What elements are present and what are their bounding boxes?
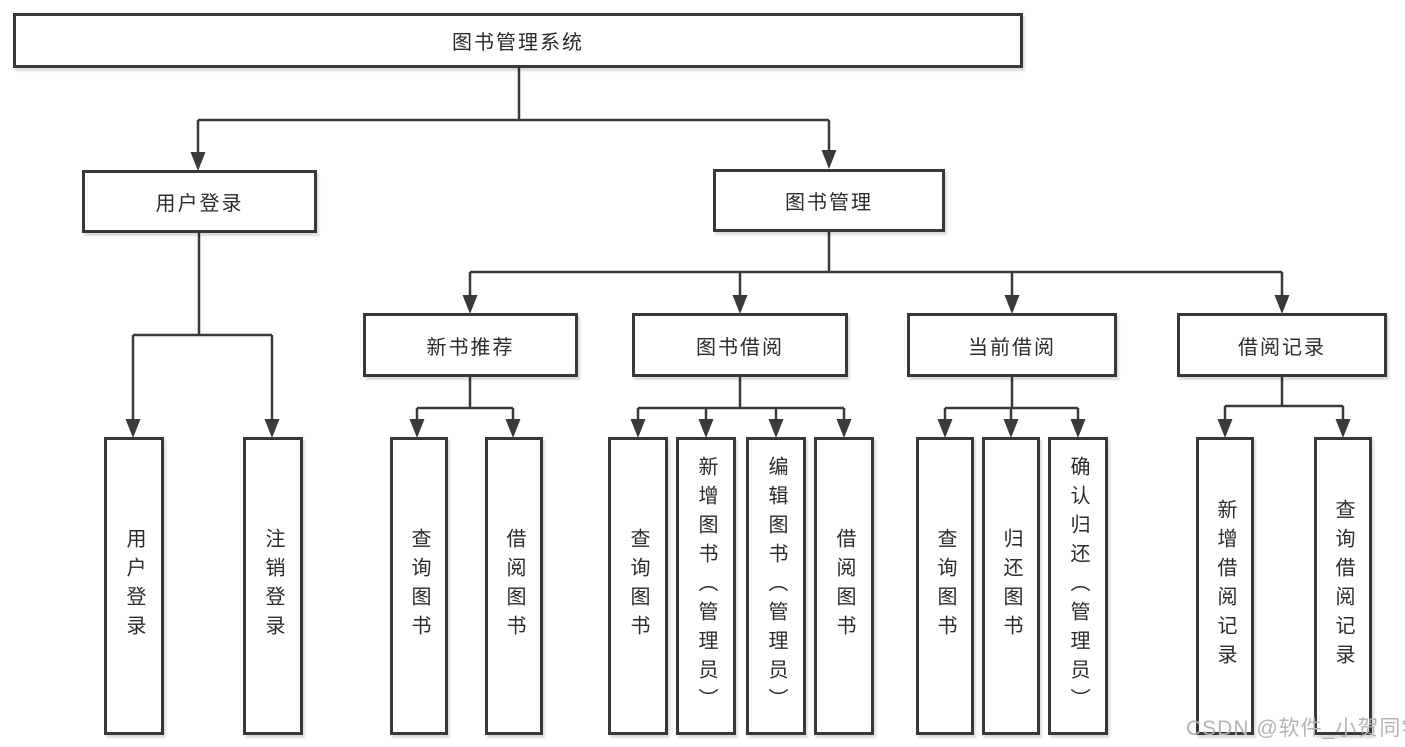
node-borrow-records: 借阅记录 xyxy=(1177,313,1387,377)
node-label: 图书管理 xyxy=(785,192,873,214)
node-label: 查询图书 xyxy=(627,528,649,644)
node-label: 借阅图书 xyxy=(833,528,855,644)
leaf-borrow-books-2: 借阅图书 xyxy=(814,437,874,735)
node-label: 图书借阅 xyxy=(696,336,784,359)
node-new-book-recommend: 新书推荐 xyxy=(363,313,578,377)
watermark: CSDN @软件_小贺同学 xyxy=(1186,717,1405,740)
node-label: 注销登录 xyxy=(262,528,284,644)
node-label: 查询借阅记录 xyxy=(1332,499,1354,673)
leaf-borrow-books-1: 借阅图书 xyxy=(485,437,543,735)
node-label: 用户登录 xyxy=(155,193,244,215)
node-label: 用户登录 xyxy=(123,528,145,644)
node-library-management-system: 图书管理系统 xyxy=(13,13,1023,68)
leaf-add-borrow-record: 新增借阅记录 xyxy=(1196,437,1254,735)
leaf-confirm-return-admin: 确认归还（管理员） xyxy=(1048,437,1108,735)
leaf-query-books-2: 查询图书 xyxy=(608,437,668,735)
node-label: 查询图书 xyxy=(408,528,430,644)
node-label: 新增借阅记录 xyxy=(1214,499,1236,673)
node-book-management: 图书管理 xyxy=(713,169,945,232)
node-label: 新书推荐 xyxy=(426,336,515,359)
leaf-query-books-1: 查询图书 xyxy=(390,437,448,735)
node-current-borrow: 当前借阅 xyxy=(907,313,1117,377)
node-label: 当前借阅 xyxy=(968,336,1056,359)
node-book-borrow: 图书借阅 xyxy=(632,313,848,377)
node-label: 查询图书 xyxy=(934,528,956,644)
node-label: 确认归还（管理员） xyxy=(1067,455,1089,717)
leaf-add-books-admin: 新增图书（管理员） xyxy=(676,437,736,735)
leaf-query-books-3: 查询图书 xyxy=(916,437,974,735)
node-label: 图书管理系统 xyxy=(452,32,584,54)
node-user-login: 用户登录 xyxy=(82,170,317,233)
leaf-return-books: 归还图书 xyxy=(982,437,1040,735)
node-label: 新增图书（管理员） xyxy=(695,455,717,717)
leaf-edit-books-admin: 编辑图书（管理员） xyxy=(746,437,806,735)
leaf-user-login: 用户登录 xyxy=(104,437,164,735)
leaf-query-borrow-record: 查询借阅记录 xyxy=(1314,437,1372,735)
node-label: 归还图书 xyxy=(1000,528,1022,644)
node-label: 借阅图书 xyxy=(503,528,525,644)
node-label: 编辑图书（管理员） xyxy=(765,455,787,717)
leaf-logout: 注销登录 xyxy=(243,437,303,735)
node-label: 借阅记录 xyxy=(1238,336,1326,359)
